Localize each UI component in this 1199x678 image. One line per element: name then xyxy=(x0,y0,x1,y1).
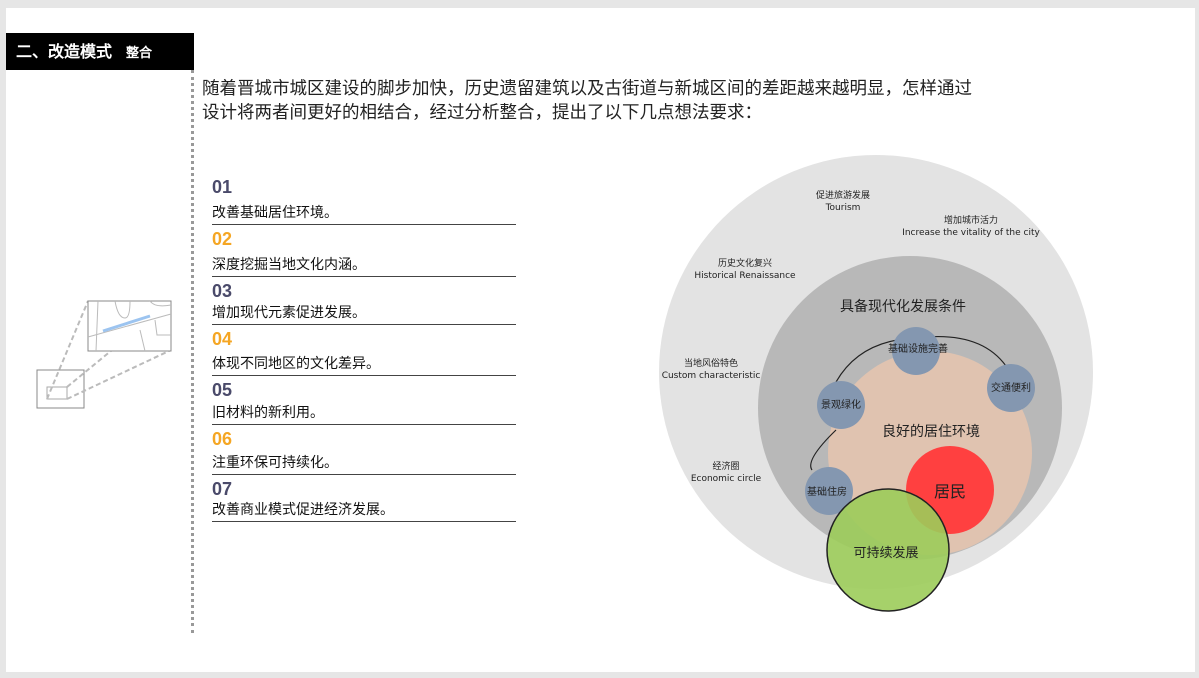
item-text: 体现不同地区的文化差异。 xyxy=(212,356,380,372)
node-housing xyxy=(805,467,853,515)
section-title: 二、改造模式 xyxy=(16,42,113,61)
node-landscape xyxy=(817,381,865,429)
list-item: 04 体现不同地区的文化差异。 xyxy=(212,324,516,376)
middle-label: 具备现代化发展条件 xyxy=(840,298,966,315)
item-number: 02 xyxy=(212,229,233,249)
label-vitality-en: Increase the vitality of the city xyxy=(902,228,1040,238)
item-number: 01 xyxy=(212,177,233,197)
node-label-infrastructure: 基础设施完善 xyxy=(888,342,948,355)
label-history-en: Historical Renaissance xyxy=(694,271,796,281)
sustainable-circle xyxy=(826,488,950,612)
map-focus-box xyxy=(46,386,68,400)
label-economic-cn: 经济圈 xyxy=(712,460,739,472)
node-label-transport: 交通便利 xyxy=(991,381,1031,394)
list-item: 06 注重环保可持续化。 xyxy=(212,424,516,475)
item-text: 改善商业模式促进经济发展。 xyxy=(212,502,394,518)
node-label-housing: 基础住房 xyxy=(807,485,847,498)
item-number: 03 xyxy=(212,281,233,301)
node-transport xyxy=(987,364,1035,412)
label-custom-cn: 当地风俗特色 xyxy=(684,357,738,369)
label-tourism-cn: 促进旅游发展 xyxy=(816,189,870,201)
sustainable-label: 可持续发展 xyxy=(853,545,918,561)
item-text: 改善基础居住环境。 xyxy=(212,205,338,221)
label-economic-en: Economic circle xyxy=(691,474,762,484)
list-item: 07 改善商业模式促进经济发展。 xyxy=(212,474,516,522)
label-custom-en: Custom characteristic xyxy=(662,371,761,381)
node-infrastructure xyxy=(892,327,940,375)
item-text: 旧材料的新利用。 xyxy=(212,405,324,421)
resident-label: 居民 xyxy=(934,482,966,501)
list-item: 02 深度挖掘当地文化内涵。 xyxy=(212,224,516,277)
list-item: 01 改善基础居住环境。 xyxy=(212,172,516,225)
section-header: 二、改造模式整合 xyxy=(6,33,194,70)
item-text: 注重环保可持续化。 xyxy=(212,455,338,471)
item-number: 04 xyxy=(212,329,233,349)
list-item: 03 增加现代元素促进发展。 xyxy=(212,276,516,325)
intro-line-2: 设计将两者间更好的相结合，经过分析整合，提出了以下几点想法要求： xyxy=(202,103,762,123)
intro-paragraph: 随着晋城市城区建设的脚步加快，历史遗留建筑以及古街道与新城区间的差距越来越明显，… xyxy=(202,77,1102,125)
dotted-divider xyxy=(191,70,194,633)
item-number: 06 xyxy=(212,429,233,449)
map-roads xyxy=(87,300,172,352)
item-number: 07 xyxy=(212,479,233,499)
label-history-cn: 历史文化复兴 xyxy=(718,257,772,269)
node-label-landscape: 景观绿化 xyxy=(821,398,861,411)
map-highlight-road xyxy=(102,314,151,333)
inner-label: 良好的居住环境 xyxy=(882,424,980,440)
list-item: 05 旧材料的新利用。 xyxy=(212,375,516,425)
label-vitality-cn: 增加城市活力 xyxy=(944,214,998,226)
section-subtitle: 整合 xyxy=(126,46,153,61)
zoom-lines xyxy=(46,300,172,400)
map-overview-box xyxy=(36,369,85,409)
item-number: 05 xyxy=(212,380,233,400)
item-text: 增加现代元素促进发展。 xyxy=(212,305,366,321)
node-arc-lower xyxy=(810,429,837,471)
label-tourism-en: Tourism xyxy=(825,203,861,213)
item-text: 深度挖掘当地文化内涵。 xyxy=(212,257,366,273)
intro-line-1: 随着晋城市城区建设的脚步加快，历史遗留建筑以及古街道与新城区间的差距越来越明显，… xyxy=(202,79,972,99)
